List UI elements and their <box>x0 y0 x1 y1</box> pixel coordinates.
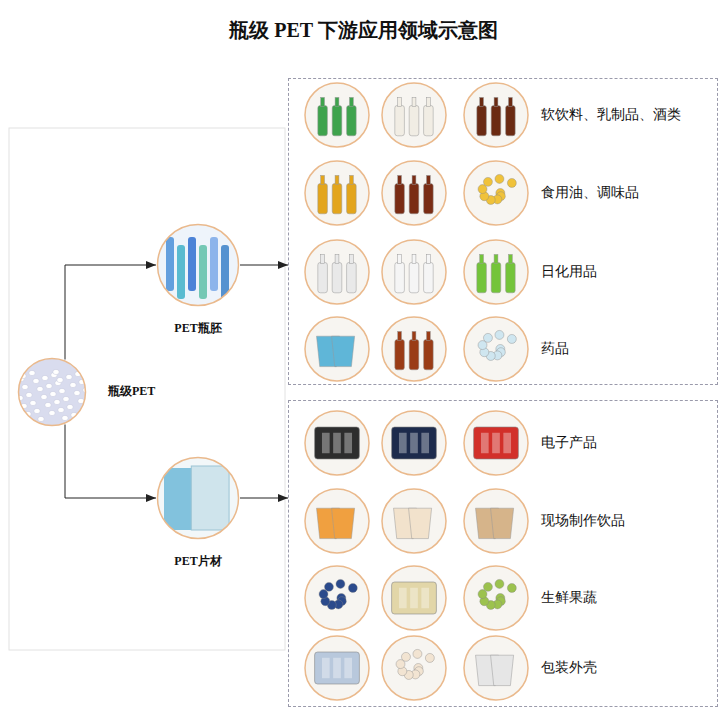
thumbnail-ring <box>464 489 528 553</box>
thumbnail-ring <box>464 317 528 381</box>
arrow-connector <box>240 265 288 266</box>
category-label: 现场制作饮品 <box>541 513 625 530</box>
dashed-group-box: 电子产品现场制作饮品生鲜果蔬包装外壳 <box>288 400 718 707</box>
node-label: 瓶级PET <box>108 384 155 398</box>
thumbnail-picture <box>305 636 369 700</box>
thumbnail-ring <box>382 317 446 381</box>
thumbnail-picture <box>382 83 446 147</box>
thumbnail-ring <box>464 240 528 304</box>
thumbnail-picture <box>382 411 446 475</box>
node-label: PET瓶胚 <box>174 321 221 335</box>
thumbnail-picture <box>382 636 446 700</box>
thumbnail-picture <box>382 161 446 225</box>
node-outline <box>156 223 240 307</box>
diagram-title: 瓶级 PET 下游应用领域示意图 <box>0 18 727 42</box>
thumbnail-ring <box>382 240 446 304</box>
thumbnail-ring <box>464 636 528 700</box>
arrow-connector <box>65 265 156 360</box>
thumbnail-picture <box>382 317 446 381</box>
node-picture <box>156 223 240 307</box>
thumbnail-ring <box>305 489 369 553</box>
thumbnail-picture <box>464 411 528 475</box>
category-label: 食用油、调味品 <box>541 185 639 202</box>
node-outline <box>156 456 240 540</box>
thumbnail-picture <box>305 566 369 630</box>
category-label: 软饮料、乳制品、酒类 <box>541 107 681 124</box>
thumbnail-ring <box>305 161 369 225</box>
category-label: 生鲜果蔬 <box>541 590 597 607</box>
thumbnail-ring <box>382 161 446 225</box>
arrow-connector <box>65 424 156 498</box>
thumbnail-picture <box>305 240 369 304</box>
thumbnail-ring <box>382 636 446 700</box>
circle-node: PET片材 <box>156 456 240 540</box>
category-label: 日化用品 <box>541 264 597 281</box>
node-picture <box>17 357 87 427</box>
category-label: 包装外壳 <box>541 660 597 677</box>
thumbnail-picture <box>305 161 369 225</box>
node-ring <box>158 458 239 539</box>
node-ring <box>158 225 239 306</box>
thumbnail-ring <box>305 566 369 630</box>
thumbnail-picture <box>464 636 528 700</box>
thumbnail-ring <box>382 411 446 475</box>
thumbnail-ring <box>464 161 528 225</box>
circle-node: PET瓶胚 <box>156 223 240 307</box>
thumbnail-picture <box>305 489 369 553</box>
category-label: 电子产品 <box>541 435 597 452</box>
thumbnail-ring <box>305 240 369 304</box>
thumbnail-picture <box>464 566 528 630</box>
thumbnail-ring <box>305 636 369 700</box>
thumbnail-ring <box>305 83 369 147</box>
thumbnail-picture <box>464 240 528 304</box>
thumbnail-picture <box>464 161 528 225</box>
thumbnail-ring <box>382 566 446 630</box>
circle-node: 瓶级PET <box>17 357 87 427</box>
thumbnail-picture <box>305 317 369 381</box>
thumbnail-ring <box>382 489 446 553</box>
node-ring <box>19 359 86 426</box>
thumbnail-ring <box>464 566 528 630</box>
frame-outline <box>9 128 285 650</box>
dashed-group-box: 软饮料、乳制品、酒类食用油、调味品日化用品药品 <box>288 78 718 385</box>
arrow-connector <box>240 498 288 499</box>
thumbnail-picture <box>382 566 446 630</box>
thumbnail-picture <box>382 240 446 304</box>
node-label: PET片材 <box>174 554 221 568</box>
thumbnail-ring <box>464 83 528 147</box>
node-picture <box>156 456 240 540</box>
thumbnail-ring <box>305 317 369 381</box>
thumbnail-ring <box>464 411 528 475</box>
thumbnail-picture <box>382 489 446 553</box>
thumbnail-picture <box>464 83 528 147</box>
thumbnail-ring <box>382 83 446 147</box>
node-outline <box>17 357 87 427</box>
thumbnail-picture <box>464 317 528 381</box>
thumbnail-picture <box>464 489 528 553</box>
thumbnail-picture <box>305 411 369 475</box>
thumbnail-ring <box>305 411 369 475</box>
thumbnail-picture <box>305 83 369 147</box>
category-label: 药品 <box>541 341 569 358</box>
